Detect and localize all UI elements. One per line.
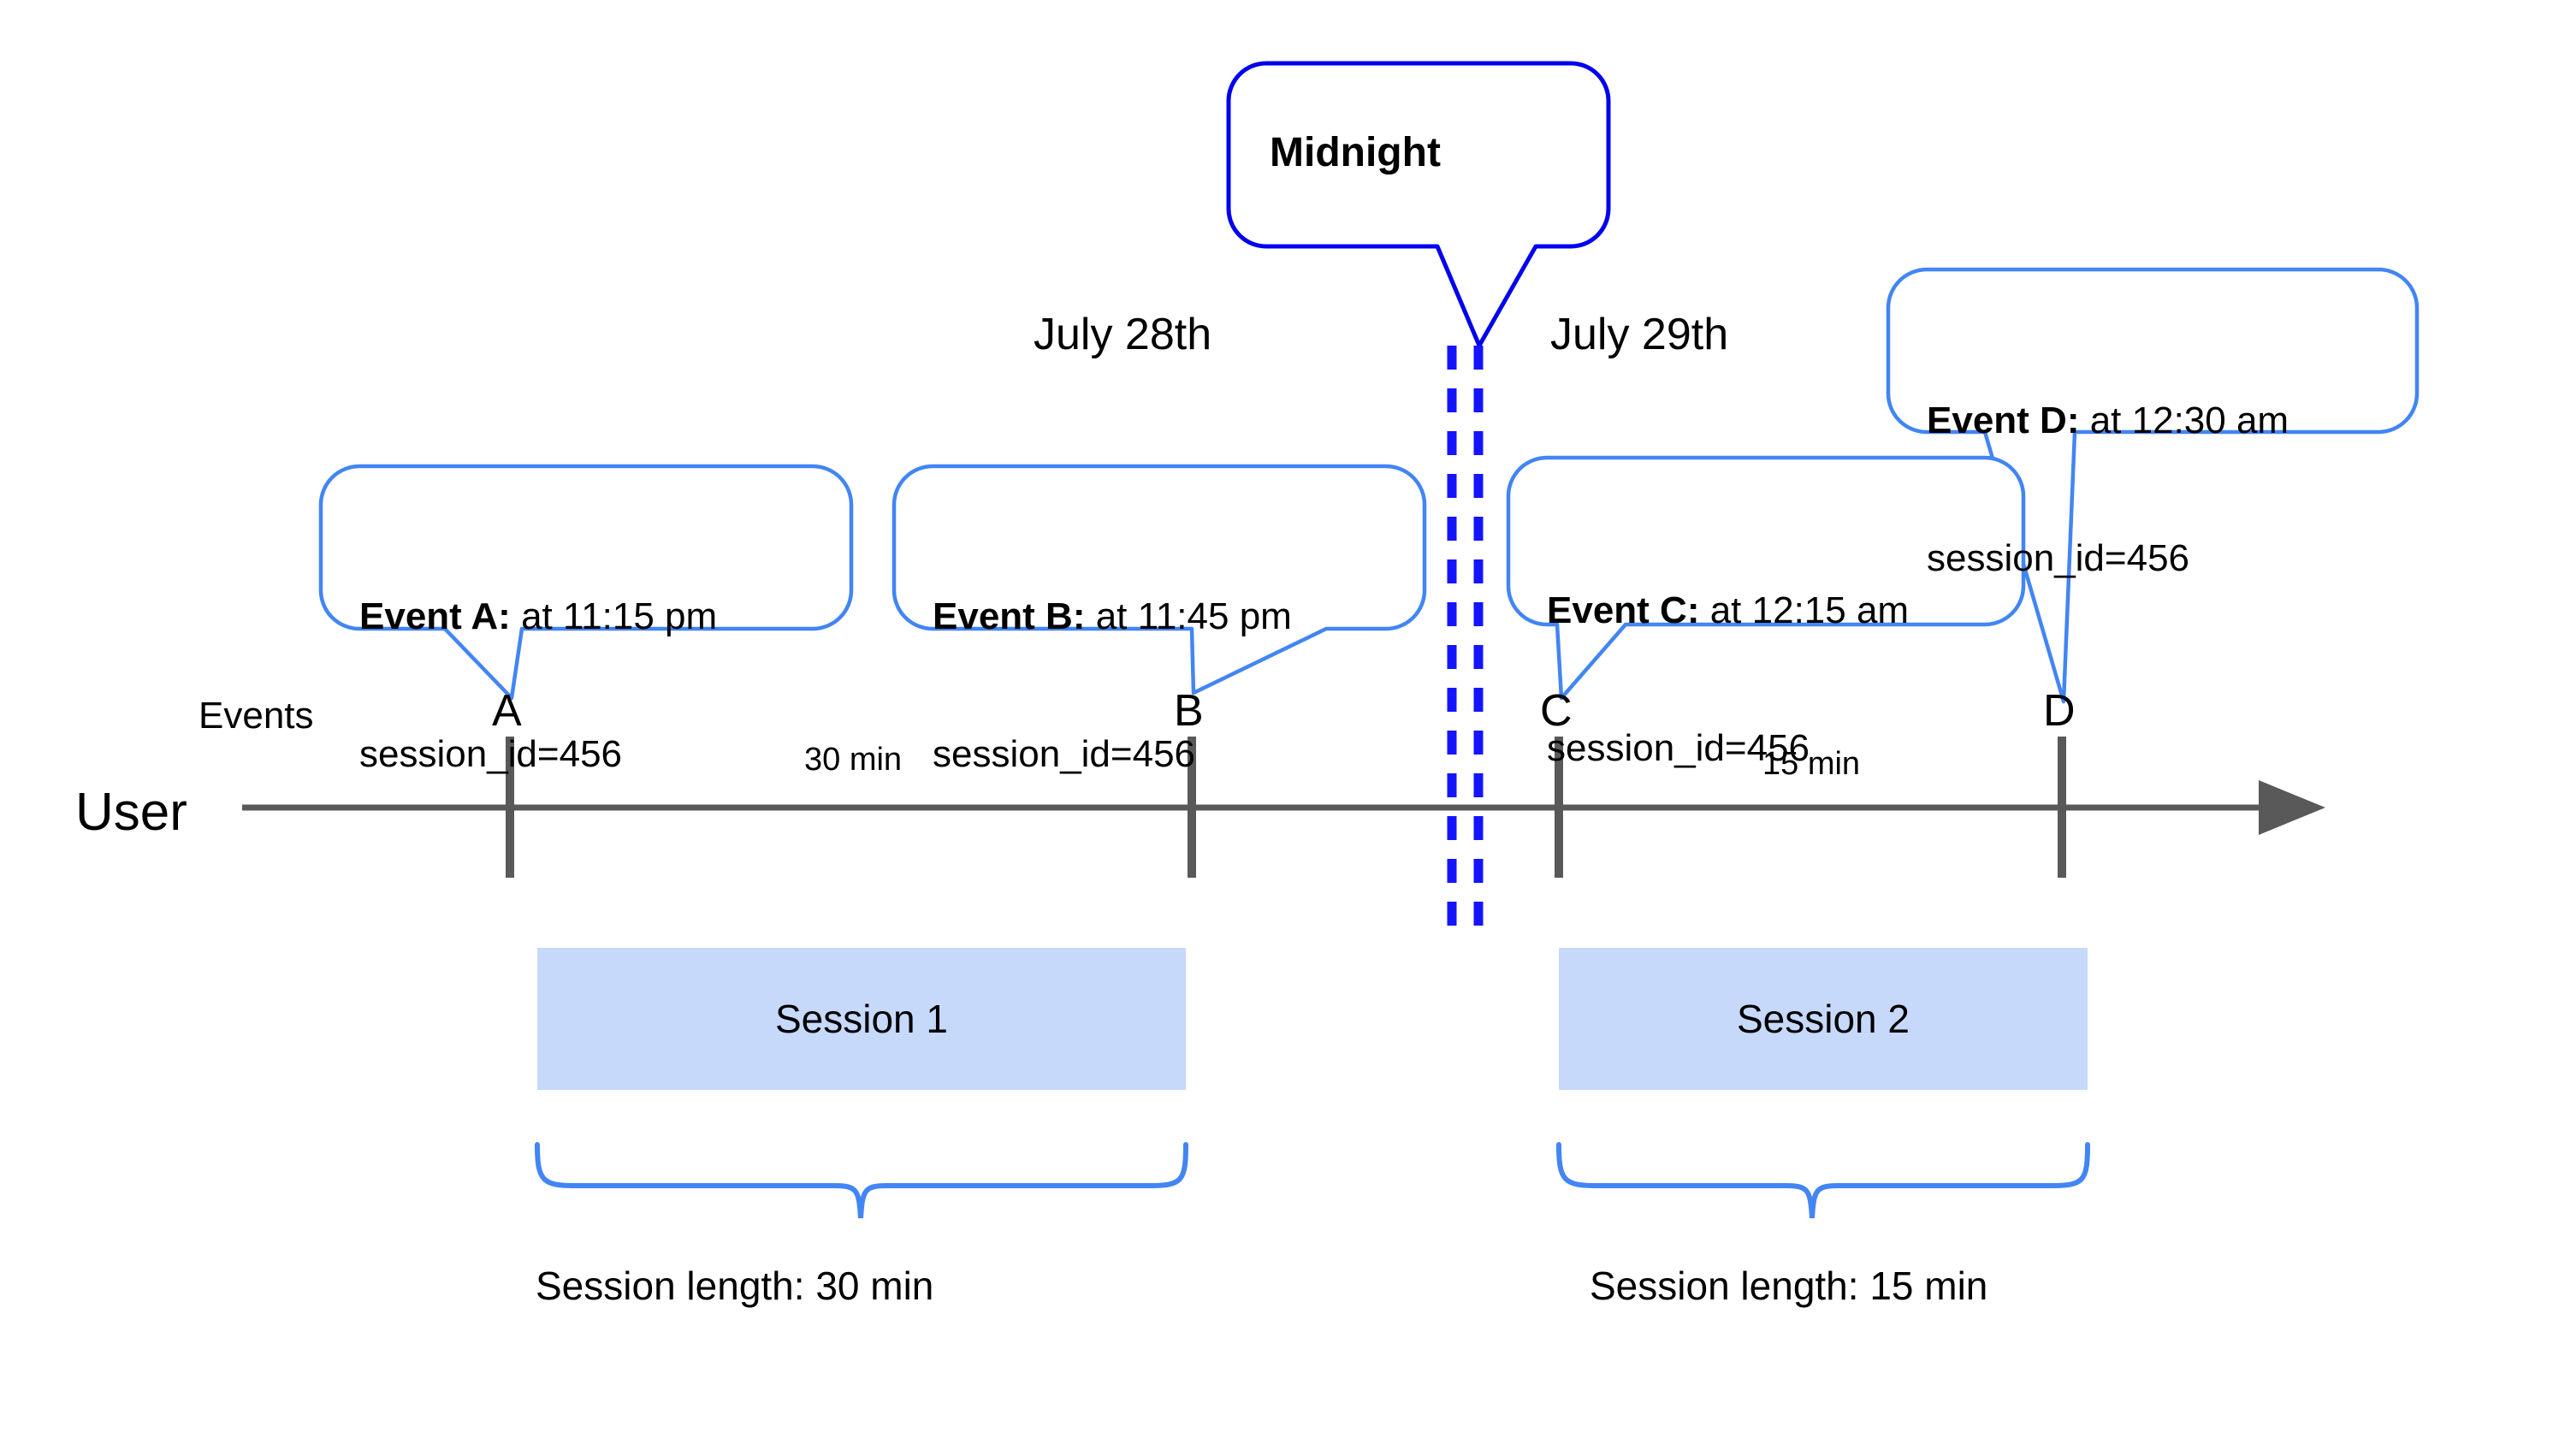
brace-session-1 [535, 1142, 1188, 1219]
tick-label-c: C [1540, 686, 1573, 736]
callout-event-b-text: Event B: at 11:45 pm session_id=456 [933, 502, 1292, 869]
callout-event-a-text: Event A: at 11:15 pm session_id=456 [359, 502, 717, 869]
tick-label-b: B [1174, 686, 1204, 736]
midnight-divider-lines [1447, 346, 1484, 931]
session-1-label: Session 1 [774, 997, 948, 1041]
session-1-length-label: Session length: 30 min [536, 1264, 934, 1308]
callout-event-d-text: Event D: at 12:30 am session_id=456 [1927, 306, 2289, 673]
callout-event-b-title: Event B: [933, 595, 1086, 638]
midnight-label: Midnight [1270, 130, 1441, 175]
callout-event-c-detail: session_id=456 [1547, 727, 1810, 770]
events-row-label: Events [198, 695, 314, 737]
callout-event-c-time: at 12:15 am [1699, 589, 1910, 632]
callout-event-c-text: Event C: at 12:15 am session_id=456 [1547, 496, 1909, 863]
callout-event-b-time: at 11:45 pm [1085, 595, 1292, 638]
callout-event-d-time: at 12:30 am [2079, 400, 2289, 442]
session-box-2: Session 2 [1559, 948, 2088, 1090]
tick-label-a: A [492, 686, 522, 736]
timeline-arrowhead [2259, 780, 2325, 835]
callout-midnight-shape [1226, 61, 1611, 348]
user-row-label: User [75, 783, 187, 842]
duration-label-15-min: 15 min [1762, 746, 1861, 782]
callout-event-a-detail: session_id=456 [359, 733, 623, 776]
callout-event-a-time: at 11:15 pm [510, 595, 718, 638]
session-box-1: Session 1 [537, 948, 1186, 1090]
date-label-july-29: July 29th [1550, 310, 1729, 359]
callout-event-a-title: Event A: [359, 595, 511, 638]
duration-label-30-min: 30 min [804, 742, 903, 778]
session-2-length-label: Session length: 15 min [1590, 1264, 1988, 1308]
session-2-label: Session 2 [1736, 997, 1910, 1041]
date-label-july-28: July 28th [1034, 310, 1212, 359]
callout-event-b-detail: session_id=456 [933, 733, 1196, 776]
callout-event-c-title: Event C: [1547, 589, 1700, 632]
tick-label-d: D [2043, 686, 2076, 736]
brace-session-2 [1556, 1142, 2090, 1219]
callout-event-d-detail: session_id=456 [1927, 537, 2190, 580]
callout-event-d-title: Event D: [1927, 400, 2080, 442]
